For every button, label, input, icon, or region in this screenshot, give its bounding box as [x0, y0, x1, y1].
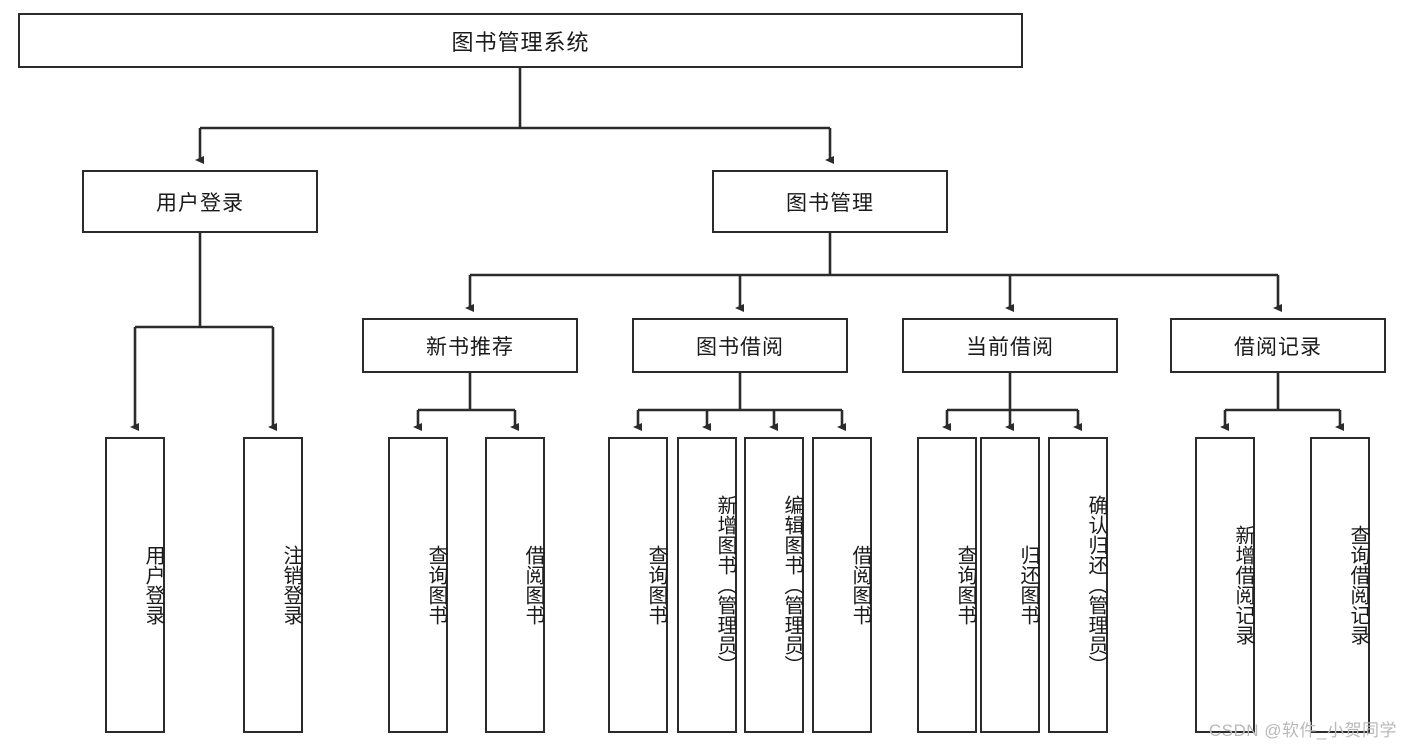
leaf-node[interactable]: 用户登录 — [105, 437, 165, 733]
node-root-label: 图书管理系统 — [451, 29, 590, 55]
leaf-node-label: 查询图书 — [954, 545, 976, 625]
leaf-node-label: 确认归还（管理员） — [1085, 495, 1107, 675]
leaf-node[interactable]: 新增图书（管理员） — [677, 437, 737, 733]
leaf-node[interactable]: 查询图书 — [388, 437, 448, 733]
node-level2-user-login-label: 用户登录 — [156, 191, 244, 215]
node-level2-user-login[interactable]: 用户登录 — [82, 170, 318, 233]
node-level2-book-management-label: 图书管理 — [786, 191, 874, 215]
csdn-watermark: CSDN @软件_小贺同学 — [1208, 721, 1397, 740]
leaf-node-label: 注销登录 — [280, 545, 302, 625]
leaf-node-label: 新增图书（管理员） — [714, 495, 736, 675]
leaf-node-label: 查询借阅记录 — [1347, 525, 1369, 645]
node-level3-borrow-record-label: 借阅记录 — [1234, 335, 1322, 359]
leaf-node[interactable]: 借阅图书 — [812, 437, 872, 733]
leaf-node-label: 查询图书 — [425, 545, 447, 625]
node-level3-book-borrow-label: 图书借阅 — [696, 335, 784, 359]
node-level3-borrow-record[interactable]: 借阅记录 — [1170, 318, 1386, 373]
node-root[interactable]: 图书管理系统 — [18, 13, 1023, 68]
leaf-node[interactable]: 查询借阅记录 — [1310, 437, 1370, 733]
leaf-node[interactable]: 新增借阅记录 — [1195, 437, 1255, 733]
leaf-node[interactable]: 注销登录 — [243, 437, 303, 733]
node-level3-new-book-recommend[interactable]: 新书推荐 — [362, 318, 578, 373]
leaf-node[interactable]: 借阅图书 — [485, 437, 545, 733]
leaf-node[interactable]: 查询图书 — [608, 437, 668, 733]
node-level3-book-borrow[interactable]: 图书借阅 — [632, 318, 848, 373]
node-level2-book-management[interactable]: 图书管理 — [712, 170, 948, 233]
node-level3-current-borrow-label: 当前借阅 — [966, 335, 1054, 359]
leaf-node[interactable]: 查询图书 — [917, 437, 977, 733]
node-level3-new-book-recommend-label: 新书推荐 — [426, 335, 514, 359]
leaf-node-label: 查询图书 — [645, 545, 667, 625]
leaf-node-label: 用户登录 — [142, 545, 164, 625]
leaf-node[interactable]: 确认归还（管理员） — [1048, 437, 1108, 733]
leaf-node-label: 归还图书 — [1017, 545, 1039, 625]
node-level3-current-borrow[interactable]: 当前借阅 — [902, 318, 1118, 373]
leaf-node-label: 新增借阅记录 — [1232, 525, 1254, 645]
leaf-node-label: 编辑图书（管理员） — [781, 495, 803, 675]
leaf-node[interactable]: 编辑图书（管理员） — [744, 437, 804, 733]
leaf-node-label: 借阅图书 — [849, 545, 871, 625]
leaf-node-label: 借阅图书 — [522, 545, 544, 625]
leaf-node[interactable]: 归还图书 — [980, 437, 1040, 733]
